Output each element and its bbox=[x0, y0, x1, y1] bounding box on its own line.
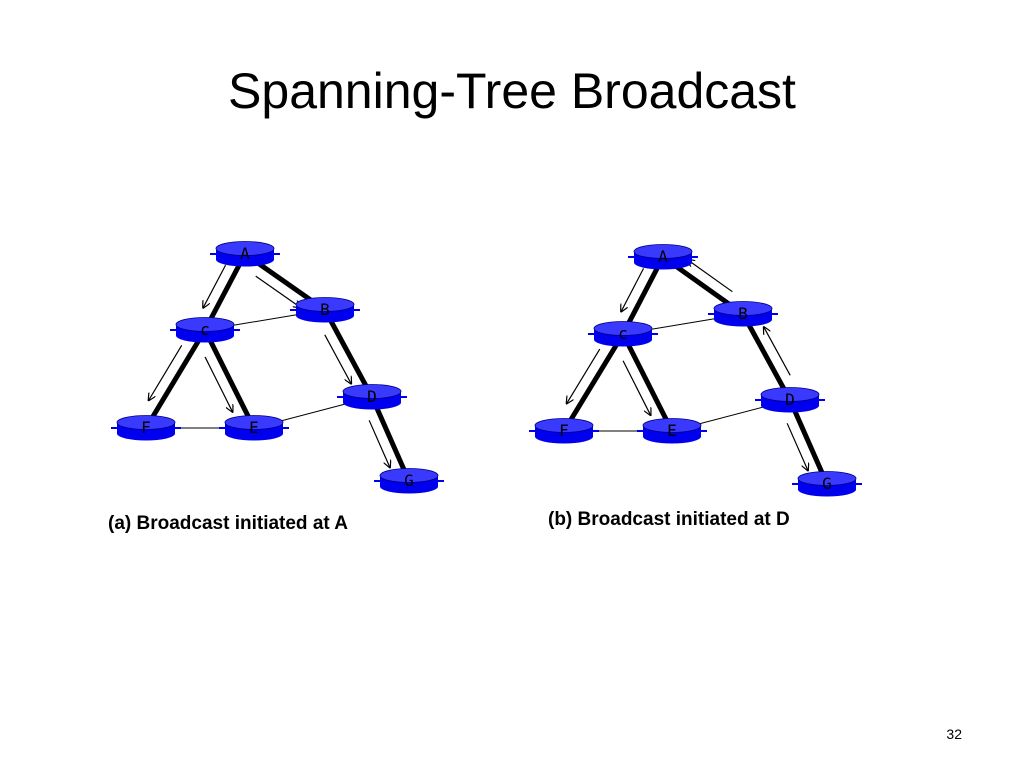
router-label: F bbox=[559, 421, 569, 440]
message-A-c bbox=[203, 264, 227, 308]
router-base bbox=[225, 426, 283, 441]
message-D-G bbox=[786, 423, 808, 470]
router-e: E bbox=[219, 415, 289, 441]
router-c: c bbox=[588, 321, 658, 347]
tree-link-c-E bbox=[620, 332, 675, 433]
router-top bbox=[642, 418, 702, 433]
router-base bbox=[216, 252, 274, 267]
message-D-B bbox=[764, 327, 791, 376]
router-top bbox=[379, 468, 439, 483]
router-base bbox=[296, 308, 354, 323]
router-label: B bbox=[738, 304, 748, 323]
diagram-b: A BcD F E G bbox=[529, 244, 862, 497]
router-g: G bbox=[792, 471, 862, 497]
router-label: D bbox=[785, 390, 795, 409]
router-label: E bbox=[249, 418, 259, 437]
router-label: G bbox=[822, 474, 832, 493]
slide-title: Spanning-Tree Broadcast bbox=[228, 63, 796, 119]
router-a: A bbox=[628, 244, 698, 270]
router-base bbox=[176, 328, 234, 343]
message-c-E bbox=[622, 360, 650, 415]
router-label: A bbox=[658, 247, 668, 266]
router-g: G bbox=[374, 468, 444, 494]
message-c-F bbox=[567, 348, 601, 403]
tree-link-c-F bbox=[143, 328, 208, 430]
router-base bbox=[643, 429, 701, 444]
router-f: F bbox=[111, 415, 181, 441]
router-label: D bbox=[367, 387, 377, 406]
router-top bbox=[633, 244, 693, 259]
router-top bbox=[713, 301, 773, 316]
diagram-a: A BcD F E G bbox=[111, 241, 444, 494]
router-b: B bbox=[290, 297, 360, 323]
router-top bbox=[295, 297, 355, 312]
tree-link-B-D bbox=[740, 312, 793, 402]
tree-link-c-F bbox=[561, 332, 626, 433]
message-B-D bbox=[324, 334, 351, 384]
router-label: B bbox=[320, 300, 330, 319]
router-base bbox=[714, 312, 772, 327]
router-b: B bbox=[708, 301, 778, 327]
tree-link-D-G bbox=[787, 398, 830, 486]
router-c: c bbox=[170, 317, 240, 343]
router-label: c bbox=[618, 324, 628, 343]
router-top bbox=[342, 384, 402, 399]
router-base bbox=[634, 255, 692, 270]
message-c-E bbox=[204, 356, 232, 412]
router-base bbox=[761, 398, 819, 413]
tree-link-D-G bbox=[369, 395, 412, 483]
router-top bbox=[116, 415, 176, 430]
router-f: F bbox=[529, 418, 599, 444]
router-top bbox=[224, 415, 284, 430]
router-top bbox=[215, 241, 275, 256]
message-c-F bbox=[149, 345, 183, 400]
router-label: A bbox=[240, 244, 250, 263]
router-base bbox=[535, 429, 593, 444]
message-D-G bbox=[368, 420, 390, 467]
router-base bbox=[594, 332, 652, 347]
router-top bbox=[797, 471, 857, 486]
router-base bbox=[343, 395, 401, 410]
router-d: D bbox=[337, 384, 407, 410]
message-A-B bbox=[255, 275, 301, 307]
router-label: G bbox=[404, 471, 414, 490]
router-top bbox=[175, 317, 235, 332]
router-a: A bbox=[210, 241, 280, 267]
message-B-A bbox=[688, 260, 733, 293]
router-base bbox=[798, 482, 856, 497]
caption-b: (b) Broadcast initiated at D bbox=[548, 509, 790, 530]
caption-a: (a) Broadcast initiated at A bbox=[108, 513, 349, 534]
router-label: F bbox=[141, 418, 151, 437]
router-top bbox=[593, 321, 653, 336]
router-label: c bbox=[200, 320, 210, 339]
page-number: 32 bbox=[946, 726, 962, 742]
message-A-c bbox=[621, 268, 645, 311]
tree-link-B-D bbox=[322, 308, 375, 399]
router-label: E bbox=[667, 421, 677, 440]
router-e: E bbox=[637, 418, 707, 444]
router-top bbox=[760, 387, 820, 402]
router-base bbox=[117, 426, 175, 441]
router-top bbox=[534, 418, 594, 433]
tree-link-A-c bbox=[620, 255, 666, 336]
router-base bbox=[380, 479, 438, 494]
tree-link-c-E bbox=[202, 328, 257, 430]
router-d: D bbox=[755, 387, 825, 413]
